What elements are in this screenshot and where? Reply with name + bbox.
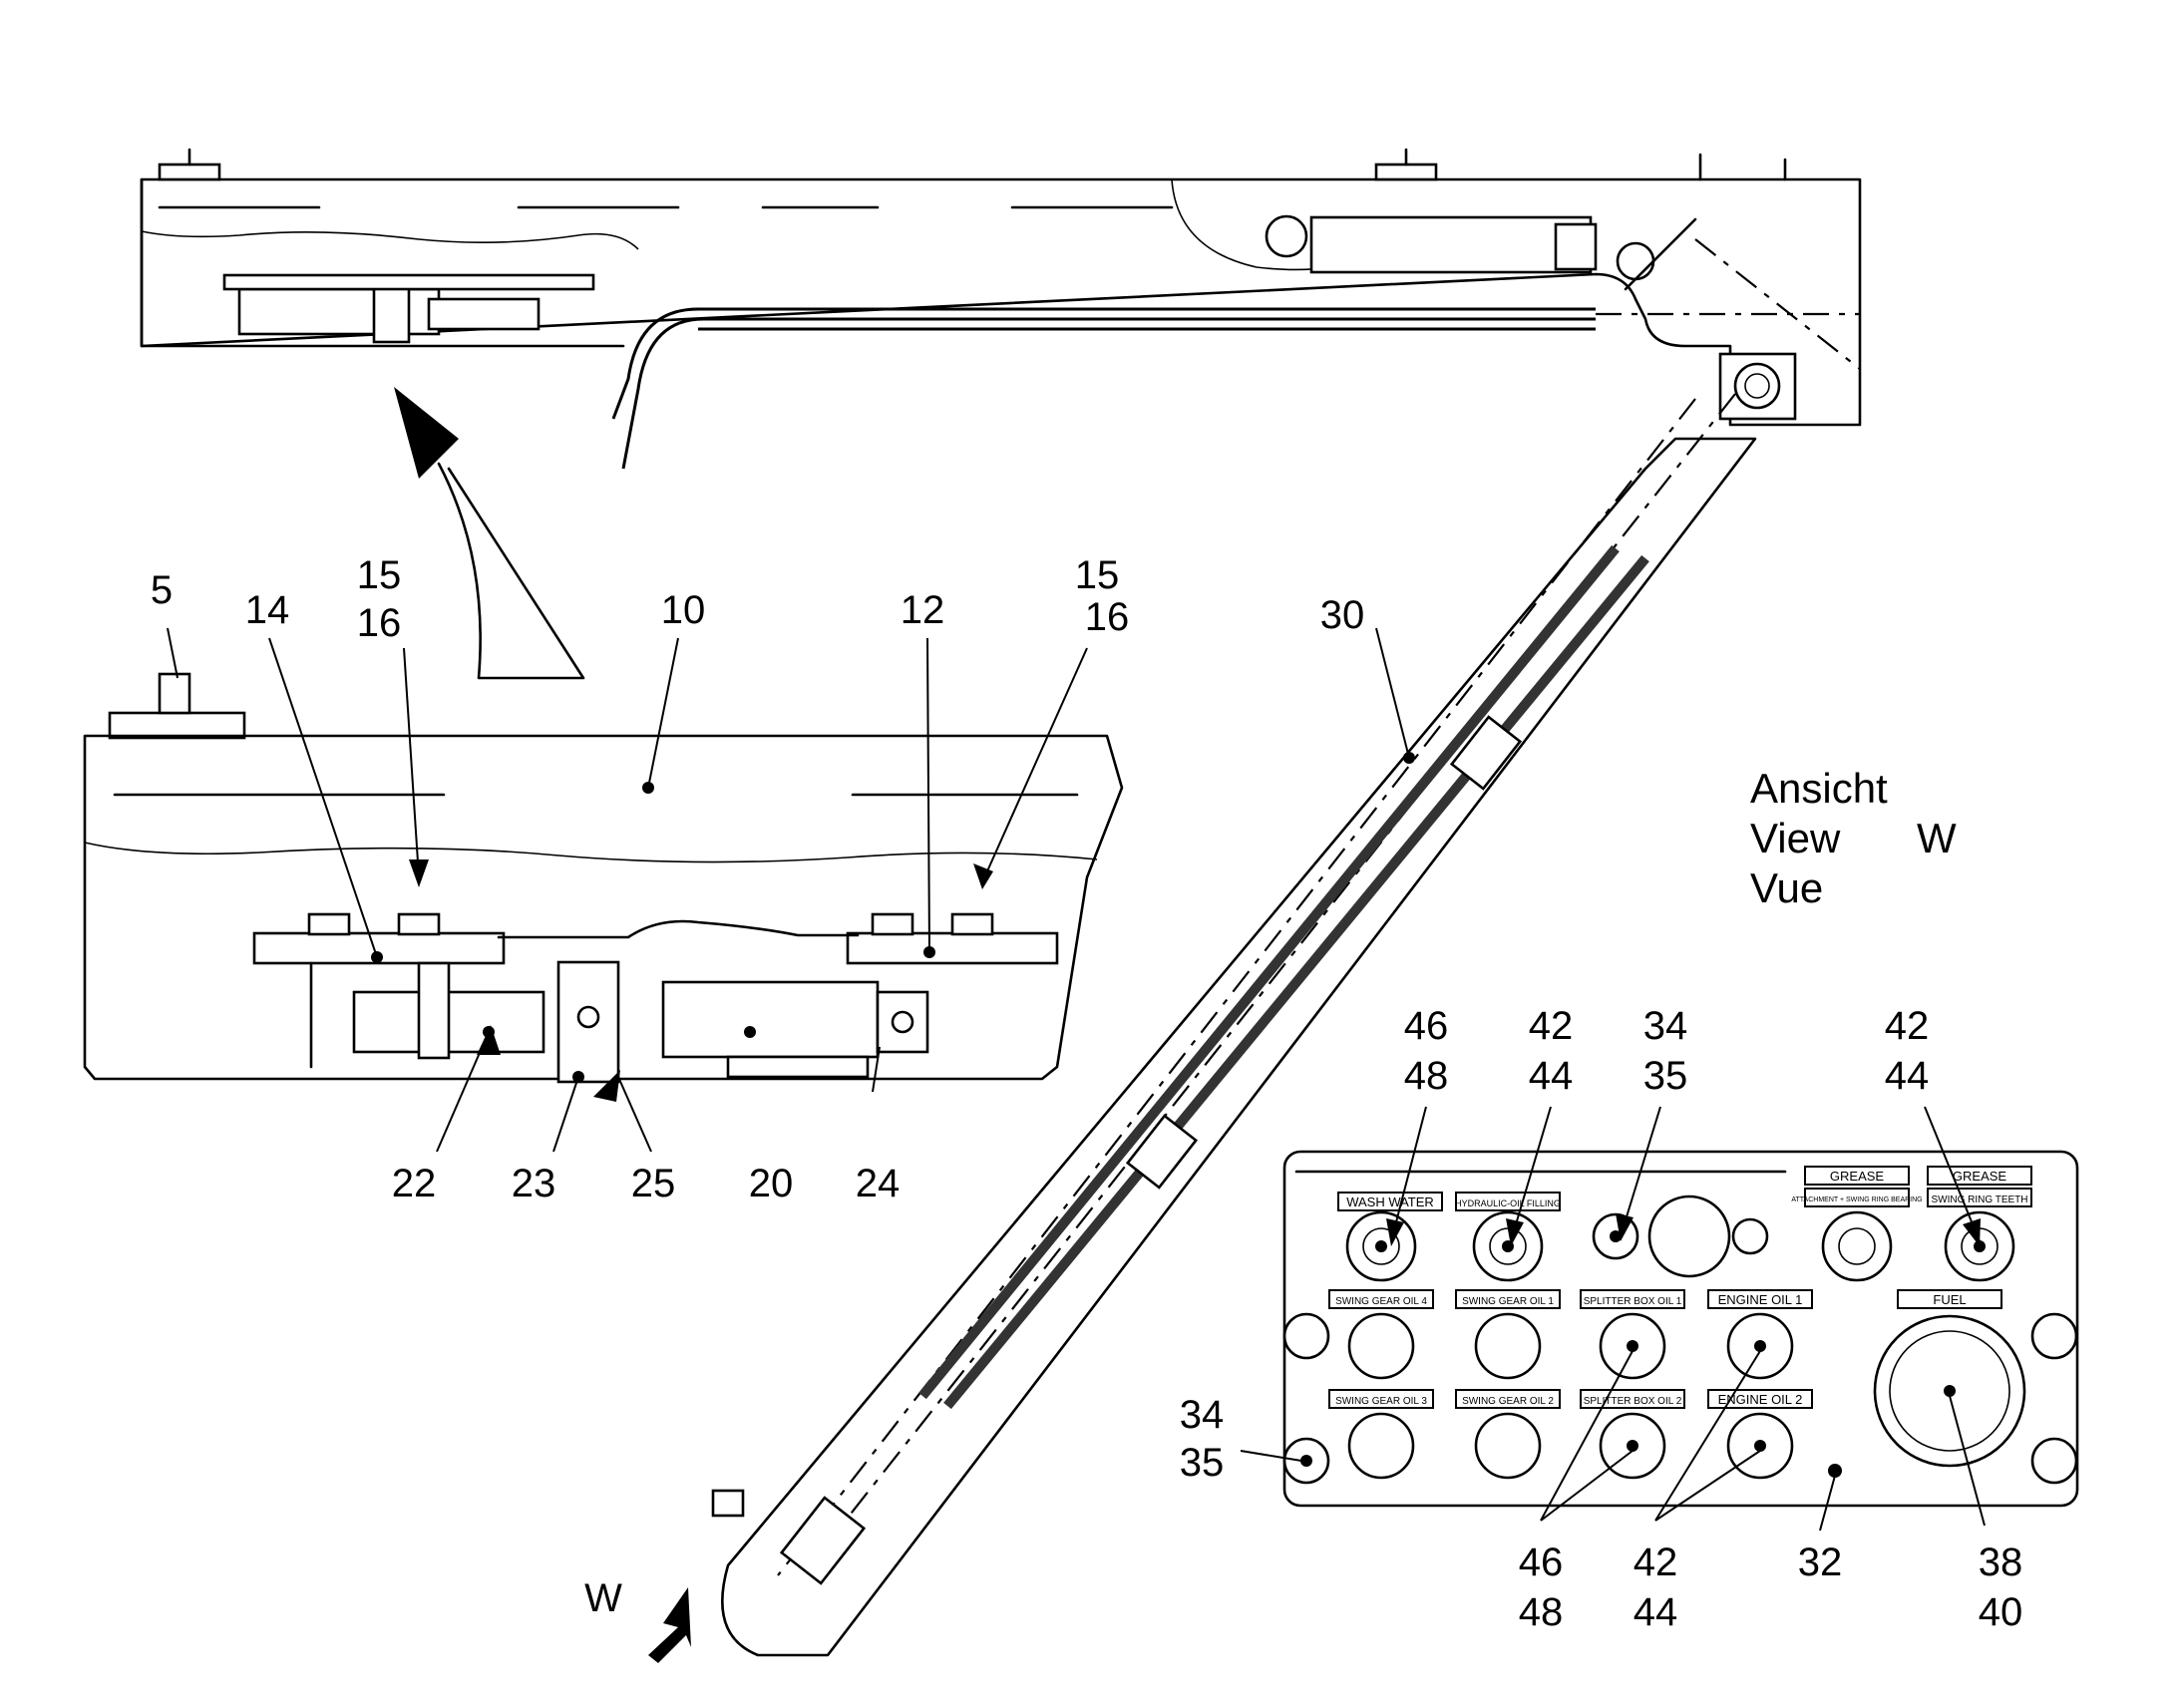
callout-16-right: 16 [1085, 595, 1130, 639]
callout-w: W [584, 1576, 622, 1620]
callout-15-left: 15 [357, 553, 402, 597]
leader-lines [167, 627, 1986, 1532]
tag-swing-gear-oil-4: SWING GEAR OIL 4 [1335, 1296, 1427, 1307]
w-view-arrow [648, 1587, 691, 1663]
callout-14: 14 [245, 588, 290, 632]
top-assembly [140, 148, 1862, 470]
callout-42-top-right: 42 [1885, 1004, 1930, 1048]
tag-splitter-box-oil-2: SPLITTER BOX OIL 2 [1584, 1396, 1682, 1407]
view-label-fr: Vue [1750, 864, 1823, 911]
callout-24: 24 [856, 1162, 901, 1205]
callout-40: 40 [1979, 1590, 2023, 1634]
callout-34-left: 34 [1180, 1393, 1225, 1437]
callout-48-top: 48 [1404, 1054, 1449, 1098]
callout-12: 12 [901, 588, 945, 632]
callout-34-top: 34 [1643, 1004, 1688, 1048]
callout-16-left: 16 [357, 601, 402, 645]
callout-38: 38 [1979, 1540, 2023, 1584]
callout-20: 20 [749, 1162, 794, 1205]
tag-swing-gear-oil-1: SWING GEAR OIL 1 [1462, 1296, 1554, 1307]
callout-35-top: 35 [1643, 1054, 1688, 1098]
panel-tags: WASH WATER HYDRAULIC-OIL FILLING GREASE … [1328, 1166, 2032, 1409]
callout-22: 22 [392, 1162, 437, 1205]
tag-grease-2: GREASE [1953, 1169, 2007, 1184]
callout-44-top-right: 44 [1885, 1054, 1930, 1098]
leader-arrowheads [409, 859, 1981, 1246]
view-label-de: Ansicht [1750, 765, 1888, 812]
callout-44-top-left: 44 [1529, 1054, 1574, 1098]
view-label: Ansicht View W Vue [1750, 765, 1957, 911]
tag-engine-oil-1: ENGINE OIL 1 [1718, 1292, 1803, 1307]
tag-fuel: FUEL [1933, 1292, 1966, 1307]
tag-engine-oil-2: ENGINE OIL 2 [1718, 1392, 1803, 1407]
service-panel [1282, 1150, 2079, 1508]
callout-15-right: 15 [1075, 553, 1120, 597]
callout-32: 32 [1798, 1540, 1843, 1584]
callout-46-bottom: 46 [1519, 1540, 1564, 1584]
callout-42-top-left: 42 [1529, 1004, 1574, 1048]
callout-numbers: 5 14 15 16 10 12 15 16 30 22 23 25 20 24… [151, 553, 2022, 1634]
tag-attachment: ATTACHMENT + SWING RING BEARING [1791, 1196, 1922, 1203]
callout-48-bottom: 48 [1519, 1590, 1564, 1634]
leader-dots [371, 752, 1415, 1083]
tag-wash-water: WASH WATER [1346, 1195, 1434, 1209]
tag-swing-gear-oil-2: SWING GEAR OIL 2 [1462, 1396, 1554, 1407]
tag-grease-1: GREASE [1830, 1169, 1885, 1184]
tag-swing-gear-oil-3: SWING GEAR OIL 3 [1335, 1396, 1427, 1407]
view-label-letter: W [1917, 815, 1957, 861]
tag-splitter-box-oil-1: SPLITTER BOX OIL 1 [1584, 1296, 1682, 1307]
callout-25: 25 [631, 1162, 676, 1205]
tag-hydraulic-filling: HYDRAULIC-OIL FILLING [1455, 1198, 1561, 1208]
diagonal-boom [711, 393, 1757, 1657]
callout-46-top: 46 [1404, 1004, 1449, 1048]
detail-pointer-arrow [394, 387, 585, 680]
tag-swing-ring-teeth: SWING RING TEETH [1931, 1195, 2027, 1205]
callout-42-bottom: 42 [1634, 1540, 1678, 1584]
callout-5: 5 [151, 568, 173, 612]
callout-30: 30 [1320, 593, 1365, 637]
detail-assembly [83, 672, 1124, 1084]
callout-44-bottom: 44 [1634, 1590, 1678, 1634]
view-label-en: View [1750, 815, 1841, 861]
callout-23: 23 [512, 1162, 556, 1205]
callout-35-left: 35 [1180, 1441, 1225, 1485]
callout-10: 10 [661, 588, 706, 632]
